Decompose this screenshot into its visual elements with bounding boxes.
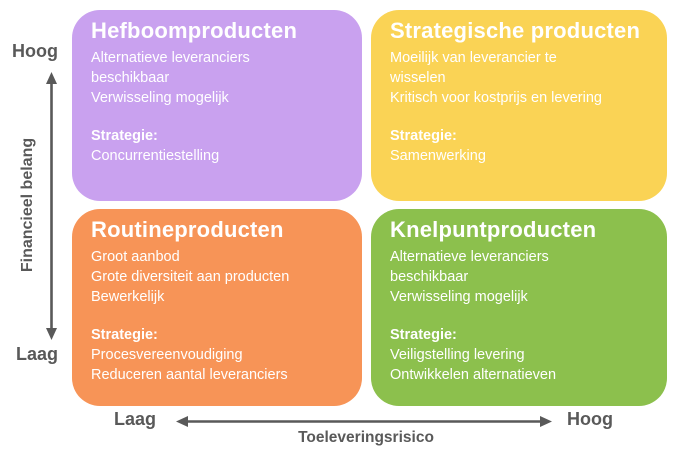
spacer (390, 108, 648, 126)
text-line: Kritisch voor kostprijs en levering (390, 90, 602, 106)
text-line: beschikbaar (91, 70, 170, 86)
x-axis-double-arrow-icon (176, 416, 552, 427)
quadrant-title: Strategische producten (390, 18, 641, 43)
text-line: Grote diversiteit aan producten (91, 269, 290, 285)
strategy-label: Strategie: (390, 128, 457, 144)
strategy-label: Strategie: (91, 128, 158, 144)
text-line: Alternatieve leveranciers (390, 249, 549, 265)
text-line: Moeilijk van leverancier te (390, 50, 557, 66)
text-line: Bewerkelijk (91, 289, 165, 305)
quadrant-title: Knelpuntproducten (390, 217, 597, 242)
text-line: Verwisseling mogelijk (91, 90, 229, 106)
y-axis-high-label: Hoog (12, 41, 58, 61)
quadrant-knelpuntproducten: Knelpuntproducten Alternatieve leveranci… (371, 209, 667, 406)
spacer (91, 307, 343, 325)
text-line: Verwisseling mogelijk (390, 289, 528, 305)
text-line: Veiligstelling levering (390, 347, 525, 363)
quadrant-hefboomproducten: Hefboomproducten Alternatieve leverancie… (72, 10, 362, 201)
x-axis-title: Toeleveringsrisico (298, 429, 434, 446)
text-line: Procesvereenvoudiging (91, 347, 243, 363)
strategy-label: Strategie: (91, 327, 158, 343)
text-line: beschikbaar (390, 269, 469, 285)
text-line: Concurrentiestelling (91, 148, 220, 164)
text-line: Groot aanbod (91, 249, 180, 265)
x-axis-high-label: Hoog (567, 409, 613, 429)
spacer (91, 108, 343, 126)
text-line: Ontwikkelen alternatieven (390, 367, 557, 383)
quadrant-strategies: Concurrentiestelling (91, 146, 343, 166)
quadrant-strategische-producten: Strategische producten Moeilijk van leve… (371, 10, 667, 201)
y-axis-title: Financieel belang (19, 137, 36, 273)
text-line: Reduceren aantal leveranciers (91, 367, 288, 383)
x-axis-low-label: Laag (114, 409, 157, 429)
quadrant-strategies: Samenwerking (390, 146, 648, 166)
text-line: Alternatieve leveranciers (91, 50, 250, 66)
quadrant-title: Hefboomproducten (91, 18, 298, 43)
text-line: wisselen (390, 70, 446, 86)
quadrant-title: Routineproducten (91, 217, 284, 242)
y-axis-low-label: Laag (16, 344, 59, 364)
y-axis-double-arrow-icon (46, 72, 57, 340)
text-line: Samenwerking (390, 148, 486, 164)
spacer (390, 307, 648, 325)
strategy-label: Strategie: (390, 327, 457, 343)
